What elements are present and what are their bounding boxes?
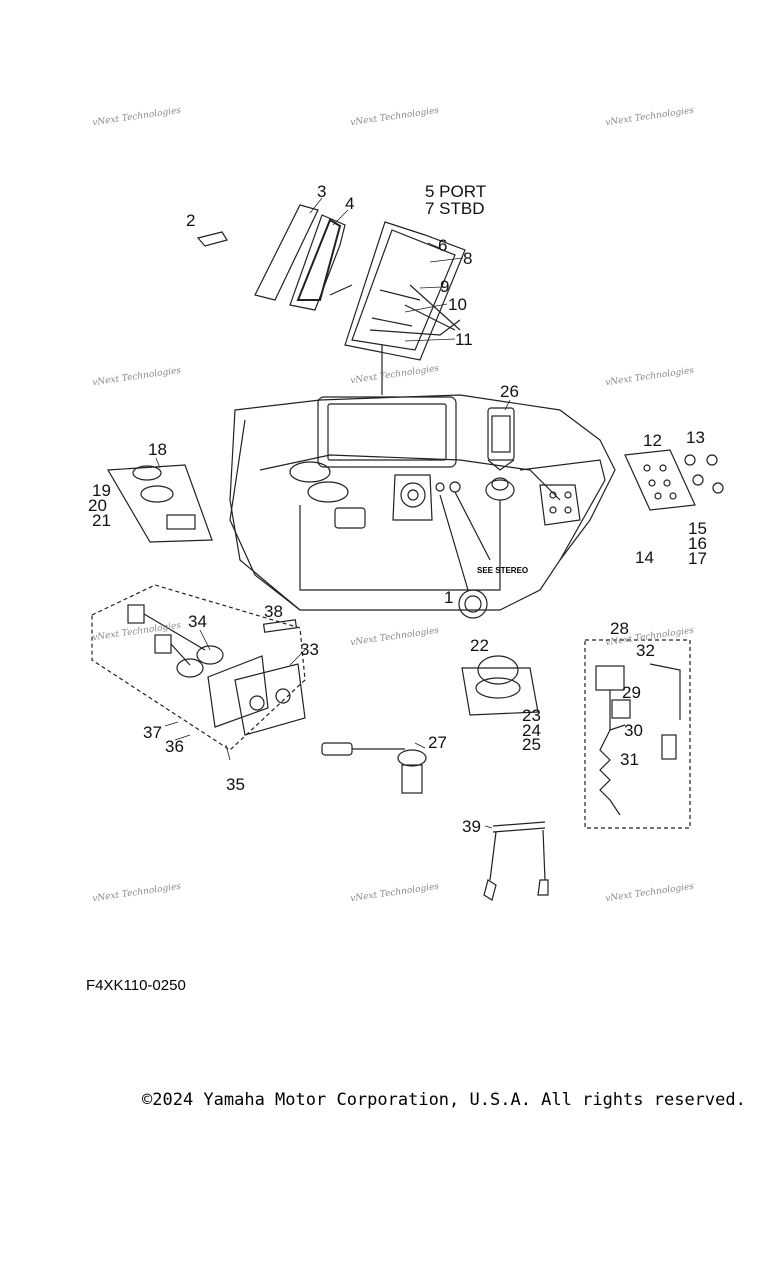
callout-21: 21	[92, 511, 111, 530]
callout-12: 12	[643, 431, 662, 450]
callout-28: 28	[610, 619, 629, 638]
callout-15: 15	[688, 519, 707, 538]
callout-26: 26	[500, 382, 519, 401]
callout-32: 32	[636, 641, 655, 660]
callout-20: 20	[88, 496, 107, 515]
controller-knob	[461, 655, 539, 716]
callout-18: 18	[148, 440, 167, 459]
lanyard-switch-box	[584, 639, 691, 829]
callout-31: 31	[620, 750, 639, 769]
callout-22: 22	[470, 636, 489, 655]
callout-5: 5 PORT	[425, 182, 487, 201]
callout-24: 24	[522, 721, 541, 740]
callout-36: 36	[165, 737, 184, 756]
diagram-code: F4XK110-0250	[86, 977, 186, 994]
power-socket	[439, 491, 491, 619]
callout-27: 27	[428, 733, 447, 752]
callout-33: 33	[300, 640, 319, 659]
callout-10: 10	[448, 295, 467, 314]
callout-17: 17	[688, 549, 707, 568]
switch-kit-box	[91, 584, 306, 751]
callout-7: 7 STBD	[425, 199, 485, 218]
part-2-clip	[196, 231, 228, 247]
callout-29: 29	[622, 683, 641, 702]
callout-3: 3	[317, 182, 327, 201]
copyright-notice: ©2024 Yamaha Motor Corporation, U.S.A. A…	[142, 1090, 746, 1110]
display-screen	[317, 345, 457, 468]
callout-39: 39	[462, 817, 481, 836]
callout-11: 11	[455, 330, 473, 349]
dashboard-console	[229, 394, 616, 611]
callout-4: 4	[345, 194, 355, 213]
plate-18	[106, 464, 213, 543]
callout-34: 34	[188, 612, 207, 631]
callout-6: 6	[438, 236, 448, 255]
connector-27	[321, 742, 427, 794]
callout-9: 9	[440, 277, 450, 296]
callout-35: 35	[226, 775, 245, 794]
callout-23: 23	[522, 706, 541, 725]
callout-38: 38	[264, 602, 283, 621]
callout-25: 25	[522, 735, 541, 754]
see-stereo-note: SEE STEREO	[477, 566, 529, 575]
callout-19: 19	[92, 481, 111, 500]
meter-cover-assembly	[254, 204, 353, 311]
callout-13: 13	[686, 428, 705, 447]
callout-2: 2	[186, 211, 196, 230]
switch-kit-parts	[127, 604, 306, 736]
leader-lines	[155, 197, 511, 829]
lanyard-switch-parts	[595, 663, 681, 816]
plate-12	[624, 449, 724, 511]
phone-holder	[487, 407, 515, 471]
callout-14: 14	[635, 548, 654, 567]
callout-8: 8	[463, 249, 473, 268]
callout-37: 37	[143, 723, 162, 742]
callout-30: 30	[624, 721, 643, 740]
lanyard-39	[483, 821, 549, 901]
callout-16: 16	[688, 534, 707, 553]
callout-1: 1	[444, 588, 454, 607]
